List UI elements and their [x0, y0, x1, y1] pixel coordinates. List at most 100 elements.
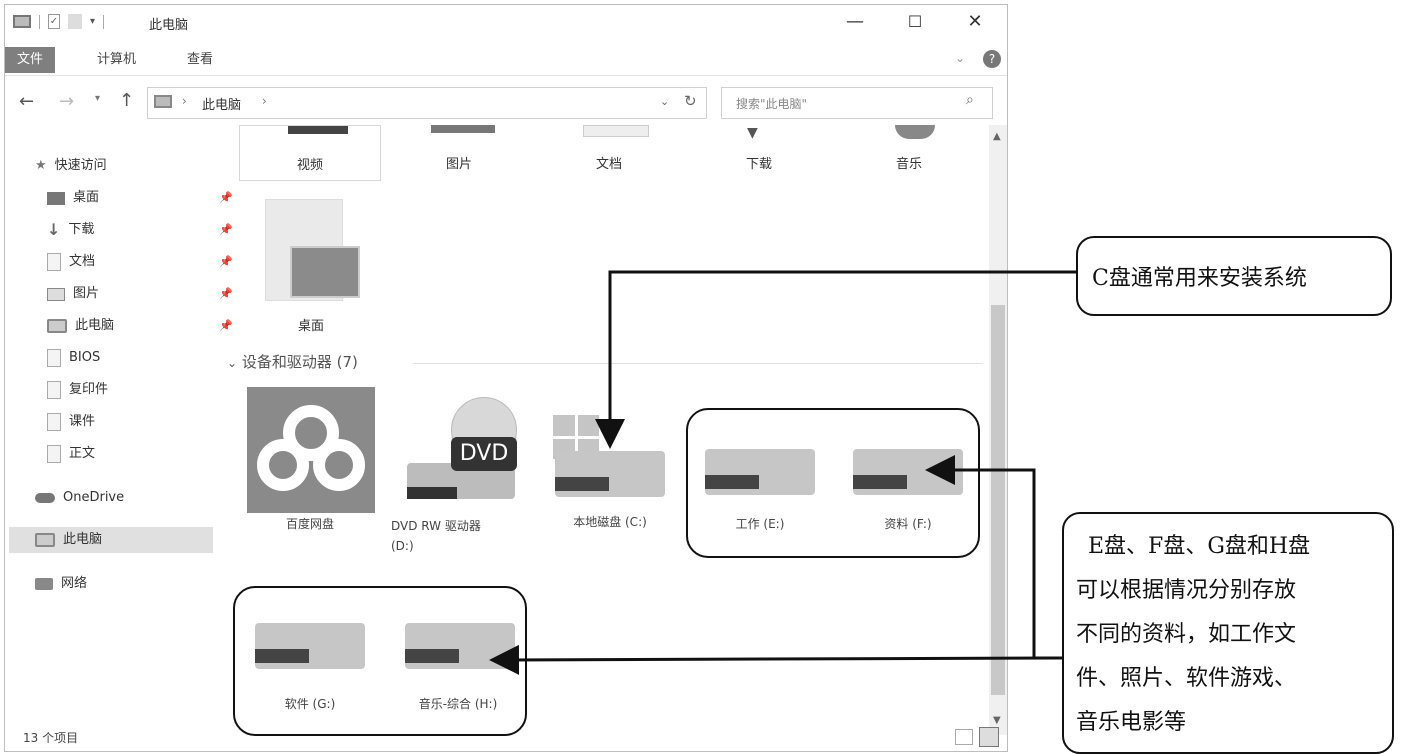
- maximize-button[interactable]: ☐: [907, 12, 923, 31]
- hard-drive-icon: [705, 449, 815, 495]
- minimize-button[interactable]: —: [846, 11, 864, 32]
- properties-icon[interactable]: ✓: [48, 14, 60, 29]
- pc-icon: [35, 533, 55, 547]
- breadcrumb-separator-icon: ›: [182, 94, 187, 108]
- folder-label: 视频: [296, 158, 323, 173]
- sidebar-item-label: 此电脑: [75, 318, 115, 333]
- details-view-icon[interactable]: [955, 729, 973, 745]
- scroll-down-icon[interactable]: ▼: [993, 715, 1001, 726]
- sidebar-item-onedrive[interactable]: OneDrive: [35, 485, 215, 511]
- section-header[interactable]: ⌄ 设备和驱动器 (7): [227, 351, 358, 372]
- star-icon: ★: [35, 158, 47, 173]
- new-folder-icon[interactable]: [68, 14, 82, 29]
- address-dropdown-icon[interactable]: ⌄: [660, 95, 670, 108]
- sidebar-item-copies[interactable]: 复印件: [47, 377, 227, 403]
- forward-icon[interactable]: →: [59, 91, 75, 112]
- pin-icon[interactable]: 📌: [219, 191, 233, 204]
- callout-other-drives-line: 可以根据情况分别存放: [1076, 578, 1297, 603]
- callout-c-drive-text: C盘通常用来安装系统: [1092, 266, 1307, 291]
- drive-dvd[interactable]: DVD DVD RW 驱动器 (D:): [391, 397, 531, 567]
- drive-label: 资料 (F:): [884, 517, 932, 531]
- folder-downloads[interactable]: ▼ 下载: [695, 125, 825, 179]
- callout-other-drives-line: 不同的资料，如工作文: [1076, 622, 1297, 647]
- tab-computer[interactable]: 计算机: [97, 52, 137, 67]
- expand-ribbon-icon[interactable]: ⌄: [955, 51, 966, 65]
- recent-locations-icon[interactable]: ▾: [95, 93, 101, 104]
- drive-g[interactable]: 软件 (G:): [245, 619, 375, 729]
- toolbar-divider: [39, 14, 40, 29]
- ef-drive-arrow: [925, 455, 1062, 660]
- folder-desktop[interactable]: 桌面: [251, 195, 371, 335]
- window-title: 此电脑: [149, 18, 189, 33]
- content-pane: 视频 图片 文档 ▼ 下载 音乐 桌面 ⌄ 设备和驱动器 (7): [223, 125, 989, 735]
- scroll-up-icon[interactable]: ▲: [993, 131, 1001, 142]
- video-folder-icon: [288, 126, 348, 134]
- download-icon: ↓: [47, 220, 61, 239]
- sidebar-item-this-pc-pinned[interactable]: 此电脑 📌: [47, 313, 233, 339]
- document-folder-icon: [583, 125, 649, 137]
- drive-c[interactable]: 本地磁盘 (C:): [545, 415, 685, 545]
- search-box[interactable]: 搜索"此电脑" ⌕: [721, 87, 993, 119]
- sidebar-item-bios[interactable]: BIOS: [47, 345, 227, 371]
- folder-icon: [47, 445, 61, 463]
- refresh-icon[interactable]: ↻: [684, 92, 697, 110]
- folder-music[interactable]: 音乐: [845, 125, 975, 179]
- search-icon[interactable]: ⌕: [966, 92, 974, 108]
- title-bar: ✓ ▾ 此电脑 — ☐ ✕: [5, 5, 1007, 39]
- sidebar-item-downloads[interactable]: ↓ 下载 📌: [47, 217, 233, 243]
- desktop-folder-icon: [265, 199, 360, 301]
- folder-video[interactable]: 视频: [239, 125, 381, 181]
- address-row: ← → ▾ ↑ › 此电脑 › ⌄ ↻ 搜索"此电脑" ⌕: [5, 87, 1007, 123]
- sidebar-item-pictures[interactable]: 图片 📌: [47, 281, 233, 307]
- drive-label-letter: (D:): [391, 539, 414, 553]
- breadcrumb-separator-icon: ›: [262, 94, 267, 108]
- sidebar-item-label: 课件: [69, 414, 96, 429]
- chevron-down-icon: ⌄: [227, 356, 238, 370]
- pin-icon[interactable]: 📌: [219, 223, 233, 236]
- large-icons-view-icon[interactable]: [979, 727, 999, 747]
- pin-icon[interactable]: 📌: [219, 255, 233, 268]
- drive-label: DVD RW 驱动器: [391, 519, 481, 533]
- system-drive-icon: [555, 451, 665, 497]
- drive-e[interactable]: 工作 (E:): [695, 443, 825, 553]
- sidebar-item-label: 正文: [69, 446, 96, 461]
- picture-folder-icon: [431, 125, 495, 133]
- sidebar-item-main-text[interactable]: 正文: [47, 441, 227, 467]
- tab-view[interactable]: 查看: [187, 52, 214, 67]
- back-icon[interactable]: ←: [19, 91, 35, 112]
- hard-drive-icon: [255, 623, 365, 669]
- sidebar-item-this-pc[interactable]: 此电脑: [9, 527, 213, 553]
- search-input[interactable]: 搜索"此电脑": [736, 97, 808, 111]
- sidebar-item-desktop[interactable]: 桌面 📌: [47, 185, 233, 211]
- folder-icon: [47, 349, 61, 367]
- up-icon[interactable]: ↑: [119, 90, 135, 111]
- drive-baidu-netdisk[interactable]: 百度网盘: [245, 383, 377, 533]
- drive-label: 百度网盘: [285, 517, 334, 531]
- dvd-drive-icon: DVD: [401, 397, 521, 507]
- network-icon: [35, 578, 53, 590]
- sidebar-item-courseware[interactable]: 课件: [47, 409, 227, 435]
- folder-icon: [47, 381, 61, 399]
- sidebar-item-quick-access[interactable]: ★ 快速访问: [35, 153, 215, 179]
- gh-drive-arrow: [489, 644, 1063, 675]
- folder-documents[interactable]: 文档: [545, 125, 675, 179]
- group-outline-ef: [686, 408, 980, 558]
- vertical-scrollbar[interactable]: ▲ ▼: [989, 125, 1007, 735]
- close-button[interactable]: ✕: [967, 11, 983, 32]
- callout-other-drives-line: E盘、F盘、G盘和H盘: [1088, 534, 1311, 559]
- callout-other-drives-line: 件、照片、软件游戏、: [1076, 666, 1297, 691]
- pin-icon[interactable]: 📌: [219, 319, 233, 332]
- pin-icon[interactable]: 📌: [219, 287, 233, 300]
- tab-file[interactable]: 文件: [5, 47, 55, 73]
- folder-pictures[interactable]: 图片: [395, 125, 525, 179]
- sidebar-item-documents[interactable]: 文档 📌: [47, 249, 233, 275]
- address-bar[interactable]: › 此电脑 › ⌄ ↻: [147, 87, 707, 119]
- sidebar-item-network[interactable]: 网络: [35, 571, 215, 597]
- drive-label: 本地磁盘 (C:): [573, 515, 647, 529]
- pc-icon[interactable]: [13, 15, 31, 28]
- customize-chevron-icon[interactable]: ▾: [90, 16, 96, 27]
- help-icon[interactable]: ?: [983, 50, 1001, 68]
- c-drive-arrow: [595, 270, 1076, 449]
- breadcrumb-this-pc[interactable]: 此电脑: [202, 98, 242, 113]
- scroll-thumb[interactable]: [991, 305, 1005, 695]
